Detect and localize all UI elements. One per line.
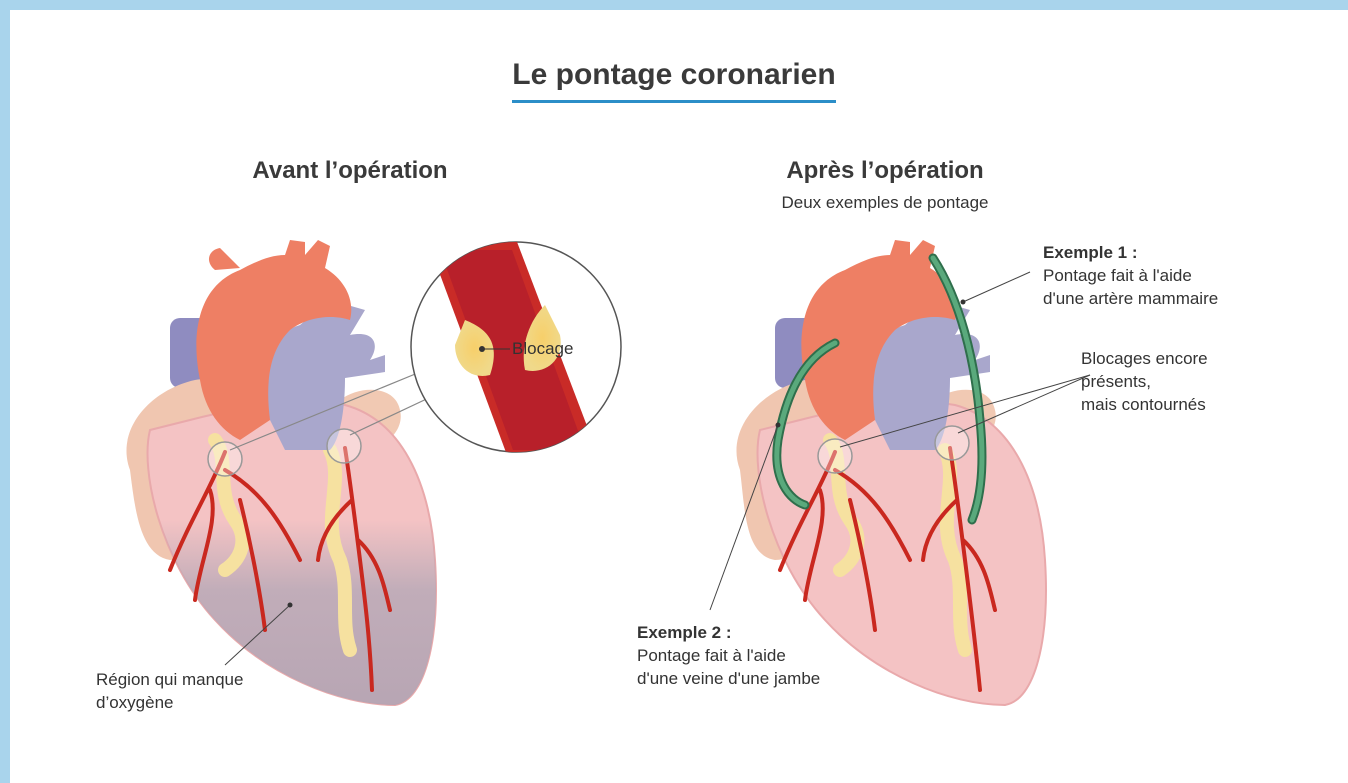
- blockage-circle-after-2: [935, 426, 969, 460]
- example2-line1: Pontage fait à l'aide: [637, 644, 820, 667]
- blockages-line3: mais contournés: [1081, 393, 1208, 416]
- blockage-circle-after-1: [818, 439, 852, 473]
- blockages-label: Blocages encore présents, mais contourné…: [1081, 347, 1208, 416]
- region-label-line1: Région qui manque: [96, 668, 243, 691]
- example1-line2: d'une artère mammaire: [1043, 287, 1218, 310]
- blockages-line1: Blocages encore: [1081, 347, 1208, 370]
- pointer-example1: [963, 272, 1030, 302]
- example1-line1: Pontage fait à l'aide: [1043, 264, 1218, 287]
- example1-title: Exemple 1 :: [1043, 241, 1218, 264]
- blockage-label: Blocage: [512, 337, 573, 360]
- example2-title: Exemple 2 :: [637, 621, 820, 644]
- heart-before: [126, 240, 450, 720]
- blockages-line2: présents,: [1081, 370, 1208, 393]
- example2-label: Exemple 2 : Pontage fait à l'aide d'une …: [637, 621, 820, 690]
- example2-line2: d'une veine d'une jambe: [637, 667, 820, 690]
- blockage-circle-before-2: [327, 429, 361, 463]
- example1-label: Exemple 1 : Pontage fait à l'aide d'une …: [1043, 241, 1218, 310]
- region-label-line2: d’oxygène: [96, 691, 243, 714]
- region-label: Région qui manque d’oxygène: [96, 668, 243, 714]
